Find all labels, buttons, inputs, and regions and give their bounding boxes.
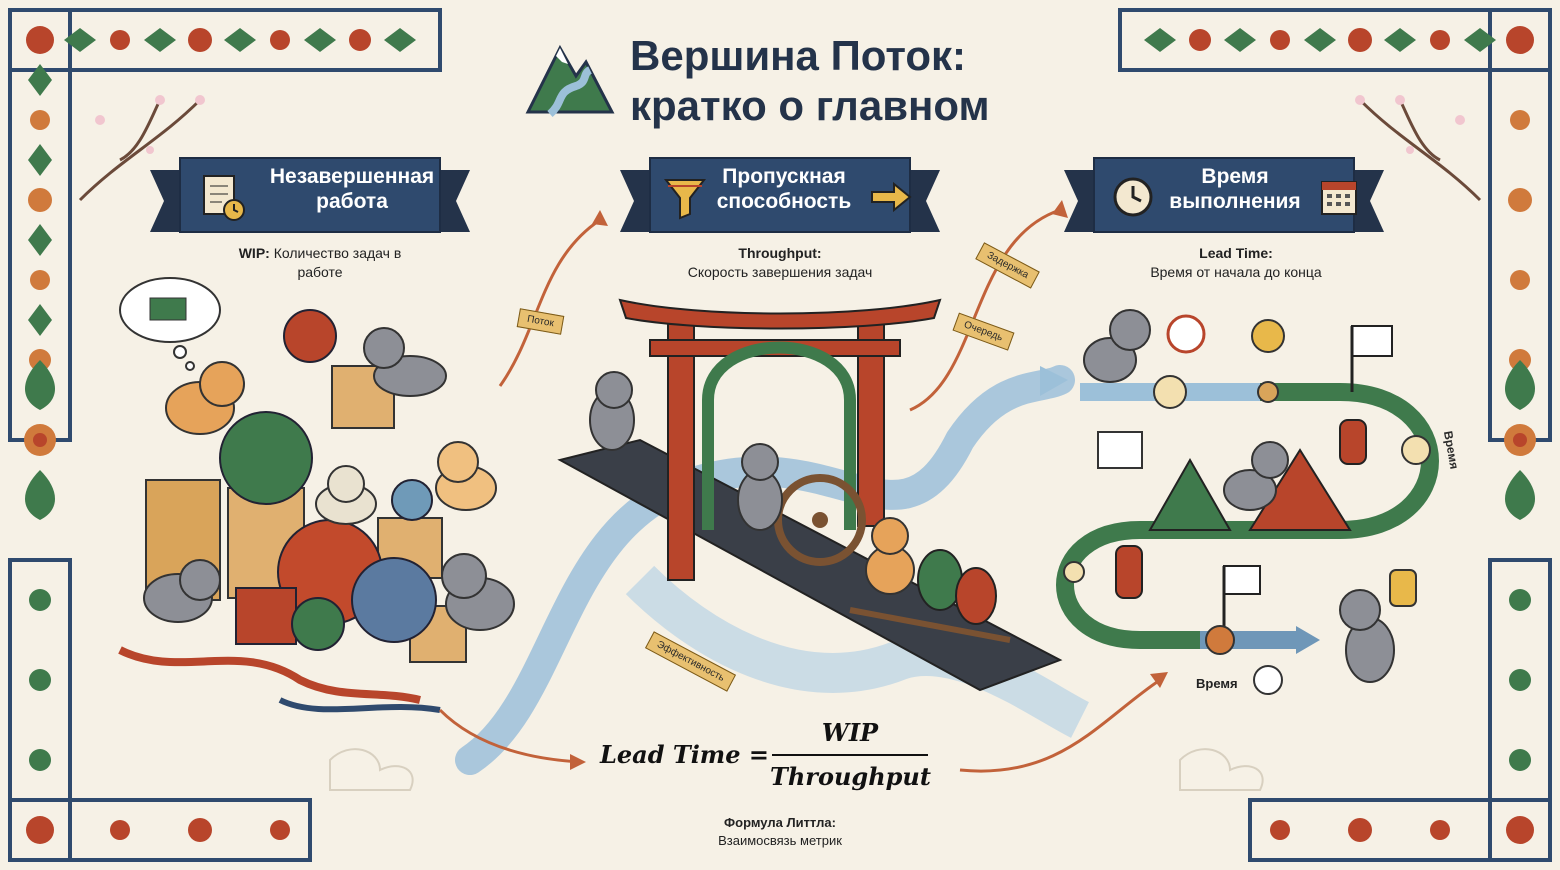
throughput-description: Throughput: Скорость завершения задач xyxy=(660,244,900,282)
clock-icon xyxy=(1113,177,1153,217)
ribbon-shape xyxy=(620,157,940,233)
formula-caption-desc: Взаимосвязь метрик xyxy=(718,833,842,848)
wip-desc: Количество задач в работе xyxy=(273,245,402,280)
left-cherry-branch xyxy=(78,95,205,202)
right-folk-flowers xyxy=(1504,360,1536,520)
lead-time-term: Lead Time: xyxy=(1199,245,1273,261)
formula-denominator: Throughput xyxy=(770,762,931,791)
formula-fraction-bar xyxy=(772,754,928,756)
formula-lhs: Lead Time = xyxy=(600,740,769,769)
left-folk-flowers xyxy=(24,360,56,520)
decorative-clouds xyxy=(329,748,1264,791)
mountain-river-logo xyxy=(525,44,615,118)
wip-banner: Незавершенная работа xyxy=(150,150,470,246)
formula-caption: Формула Литтла: Взаимосвязь метрик xyxy=(680,814,880,850)
document-clock-icon xyxy=(203,175,245,221)
bottom-right-corner-ornament xyxy=(1248,558,1552,862)
funnel-arrow-icon xyxy=(663,179,707,220)
wip-description: WIP: Количество задач в работе xyxy=(220,244,420,282)
formula-caption-title: Формула Литтла: xyxy=(724,815,836,830)
flow-arrows xyxy=(438,208,1161,773)
title-block: Вершина Поток: кратко о главном xyxy=(520,24,1080,134)
wip-banner-label: Незавершенная работа xyxy=(269,165,435,213)
lead-time-banner: Время выполнения xyxy=(1064,150,1384,246)
throughput-term: Throughput: xyxy=(738,245,822,261)
right-cherry-branch xyxy=(1355,95,1482,202)
ribbon-shape xyxy=(150,157,470,233)
page-title-line1: Вершина Поток: xyxy=(630,32,967,79)
throughput-scene xyxy=(455,298,1090,775)
flow-arrowheads xyxy=(570,200,1168,770)
calendar-icon xyxy=(1321,181,1357,215)
lead-time-banner-label: Время выполнения xyxy=(1169,165,1301,213)
bottom-left-corner-ornament xyxy=(8,558,312,862)
lead-time-description: Lead Time: Время от начала до конца xyxy=(1116,244,1356,282)
wip-term: WIP: xyxy=(238,245,270,261)
throughput-banner-label: Пропускная способность xyxy=(716,165,852,213)
page-title-line2: кратко о главном xyxy=(630,82,990,129)
littles-law-formula: Lead Time = WIP Throughput xyxy=(600,716,940,806)
throughput-desc: Скорость завершения задач xyxy=(687,264,873,280)
wip-scene xyxy=(118,277,515,713)
formula-numerator: WIP xyxy=(821,718,879,747)
arrow-right-icon xyxy=(871,181,912,213)
top-right-corner-ornament xyxy=(1118,8,1552,442)
throughput-banner: Пропускная способность xyxy=(620,150,940,246)
lead-time-desc: Время от начала до конца xyxy=(1150,264,1322,280)
time-label: Время xyxy=(1196,676,1238,691)
lead-time-scene xyxy=(1056,309,1439,695)
